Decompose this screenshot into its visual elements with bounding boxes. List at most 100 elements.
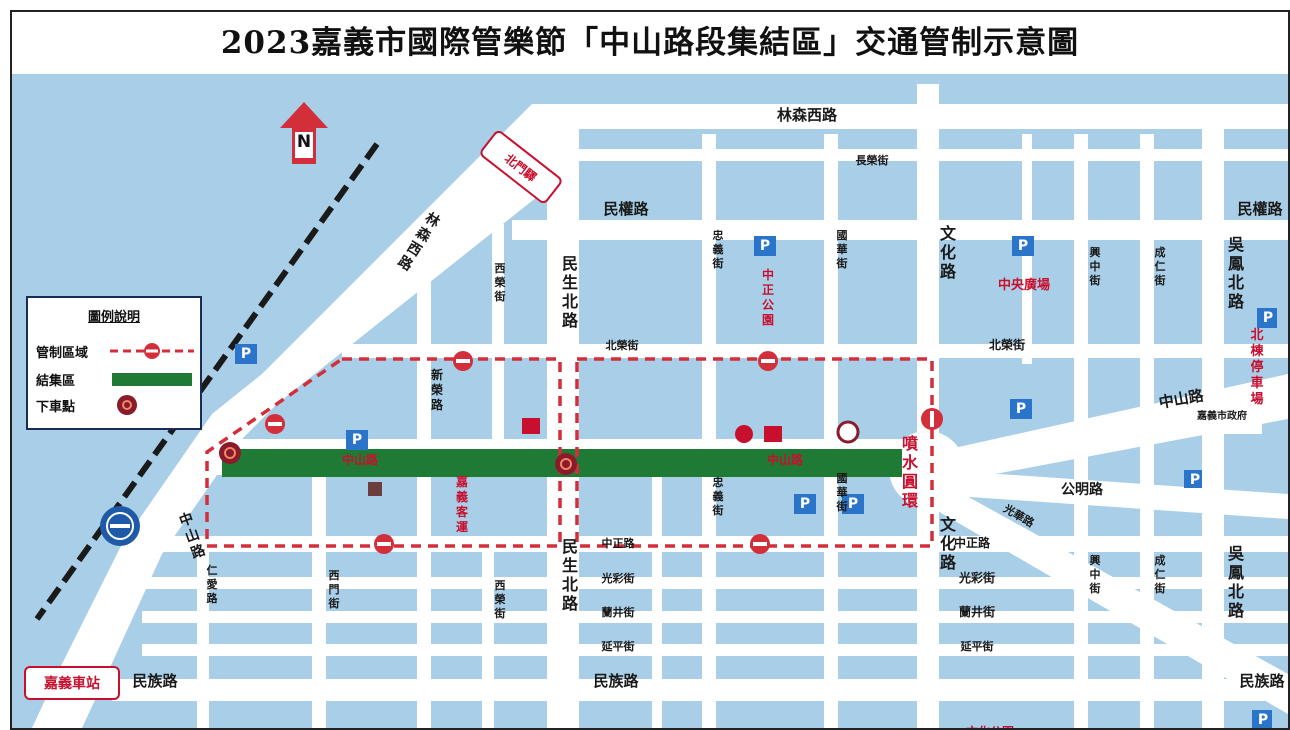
- street-label: 仁愛路: [207, 563, 219, 605]
- street-label: 民權路: [1237, 200, 1283, 218]
- parking-icon: [1010, 399, 1032, 419]
- street-label: 西門街: [328, 569, 340, 610]
- street-label: 北榮街: [989, 337, 1025, 352]
- building-icon: [522, 418, 540, 434]
- street-label: 中山路: [342, 452, 379, 467]
- map-labels: 林森西路長榮街民權路民權路林森西路西榮街民生北路忠義街國華街文化路興中街成仁街吳…: [132, 106, 1285, 728]
- street-label: 中山路: [177, 509, 209, 562]
- legend-row-assembly: 結集區: [36, 370, 75, 389]
- road-zhongshan-east: [927, 374, 1288, 484]
- legend-control-line-icon: [110, 343, 194, 359]
- control-area-east: [575, 357, 934, 548]
- parking-letter: P: [1017, 238, 1029, 254]
- map-canvas: 林森西路長榮街民權路民權路林森西路西榮街民生北路忠義街國華街文化路興中街成仁街吳…: [12, 74, 1288, 728]
- road-guanghua: [917, 474, 1288, 714]
- page-title: 2023嘉義市國際管樂節「中山路段集結區」交通管制示意圖: [220, 25, 1080, 61]
- sign-station-label: 嘉義車站: [44, 676, 100, 692]
- mrt-icon: [368, 482, 382, 496]
- road-guohua: [824, 134, 838, 728]
- legend-label: 結集區: [36, 374, 76, 389]
- place-label: 中央廣場: [998, 277, 1050, 293]
- street-label: 延平街: [601, 639, 635, 653]
- street-label: 文化路: [940, 224, 957, 281]
- street-label: 延平街: [960, 639, 994, 653]
- road-renai: [197, 544, 209, 728]
- road-zhongyi: [702, 134, 716, 728]
- street-label: 國華街: [836, 229, 848, 270]
- city-hall-box: [1182, 404, 1262, 434]
- street-label: 公明路: [1061, 481, 1104, 498]
- street-label: 長榮街: [856, 153, 889, 167]
- legend-title: 圖例說明: [87, 310, 140, 325]
- street-label: 民生北路: [562, 254, 579, 330]
- street-label: 忠義街: [712, 475, 724, 517]
- control-markers: [265, 351, 943, 554]
- parking-icon: [1012, 236, 1034, 256]
- parking-letter: P: [759, 238, 771, 254]
- sign-chiayi-station: 嘉義車站: [24, 666, 120, 700]
- street-label: 國華街: [836, 472, 848, 513]
- parking-letter: P: [1257, 712, 1269, 728]
- north-arrow: [280, 102, 328, 164]
- place-label: 噴水圓環: [902, 434, 919, 510]
- parking-icon: [754, 236, 776, 256]
- parking-letter: P: [1015, 401, 1027, 417]
- street-label: 林森西路: [777, 106, 838, 124]
- parking-letter: P: [240, 346, 252, 362]
- legend: 圖例說明 管制區域 結集區 下車點: [26, 296, 202, 430]
- parking-icon: [235, 344, 257, 364]
- no-entry-icon: [453, 351, 473, 371]
- parking-letter: P: [799, 496, 811, 512]
- no-entry-icon: [921, 408, 943, 430]
- parking-icon: [794, 494, 816, 514]
- legend-label: 管制區域: [36, 346, 89, 361]
- street-label: 北榮街: [606, 338, 639, 352]
- parking-icon: [842, 494, 864, 514]
- road-xirong-s: [482, 544, 494, 728]
- street-label: 中正路: [954, 535, 991, 550]
- street-label: 民權路: [603, 200, 649, 218]
- road-minsheng: [547, 104, 579, 728]
- street-label: 中山路: [767, 452, 804, 467]
- road-minor-a: [652, 454, 662, 728]
- street-label: 忠義街: [712, 228, 724, 270]
- legend-label: 下車點: [36, 400, 76, 415]
- hospital-icon: [764, 426, 782, 442]
- parking-letter: P: [1262, 310, 1274, 326]
- vertical-roads: [197, 84, 1224, 728]
- street-label: 興中街: [1089, 245, 1101, 287]
- road-ximen: [312, 474, 326, 728]
- street-label: 民生北路: [562, 537, 579, 613]
- bank-icon: [735, 425, 753, 443]
- railway-line: [34, 142, 380, 621]
- street-label: 西榮街: [494, 579, 506, 620]
- parking-markers: [235, 236, 1277, 728]
- place-label: 北棟停車場: [1250, 328, 1264, 407]
- street-label: 光彩街: [601, 571, 635, 585]
- road-minquan: [512, 220, 1288, 240]
- road-xirong-n: [492, 224, 504, 439]
- parking-icon: [346, 430, 368, 450]
- no-entry-icon: [750, 534, 770, 554]
- map-frame: 2023嘉義市國際管樂節「中山路段集結區」交通管制示意圖: [10, 10, 1290, 730]
- map-svg: 林森西路長榮街民權路民權路林森西路西榮街民生北路忠義街國華街文化路興中街成仁街吳…: [12, 74, 1288, 728]
- place-label: 文化公園: [966, 724, 1014, 728]
- parking-icon: [1252, 710, 1272, 728]
- street-label: 中正路: [602, 536, 636, 550]
- north-label: N: [296, 132, 312, 152]
- parking-icon: [1184, 470, 1202, 488]
- dropoff-points: [219, 442, 577, 475]
- street-label: 文化路: [940, 515, 957, 572]
- legend-row-control: 管制區域: [36, 342, 88, 361]
- street-label: 吳鳳北路: [1227, 235, 1245, 311]
- street-label: 新榮路: [431, 367, 444, 412]
- street-label: 興中街: [1089, 553, 1101, 595]
- road-wenhua: [917, 84, 939, 728]
- road-linsen-diagonal: [32, 104, 572, 728]
- street-label: 西榮街: [494, 262, 506, 303]
- legend-assembly-bar: [112, 373, 192, 386]
- street-label: 蘭井街: [602, 605, 635, 619]
- dropoff-point-icon: [555, 453, 577, 475]
- place-label: 嘉義市政府: [1196, 409, 1247, 422]
- legend-dropoff-icon: [117, 395, 137, 415]
